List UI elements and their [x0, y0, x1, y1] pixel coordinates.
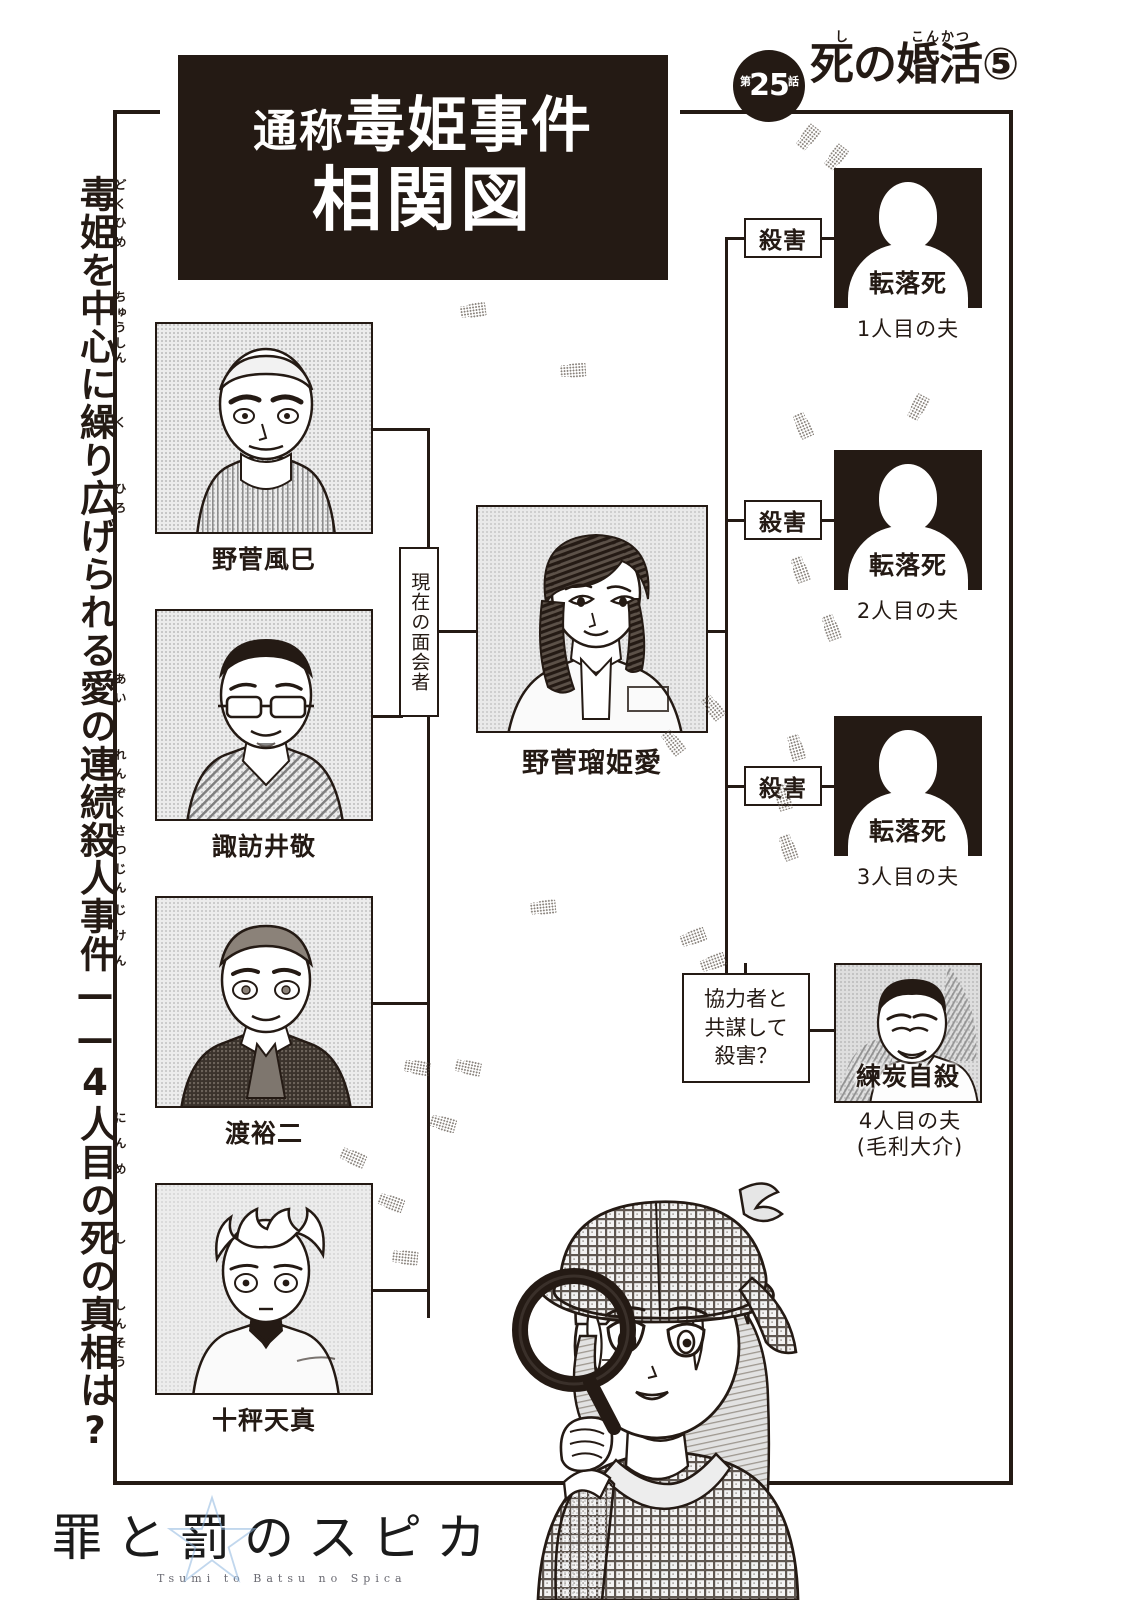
right-branch-3 — [725, 785, 747, 788]
victim-cause-of-death: 転落死 — [868, 817, 947, 846]
detective-girl-illustration — [452, 1128, 872, 1602]
star-icon — [166, 1494, 258, 1583]
chapter-badge-number: 25 — [749, 68, 790, 103]
victim-cause-of-death: 転落死 — [868, 551, 947, 580]
right-branch-2 — [725, 519, 747, 522]
visitor-to-center-line — [437, 630, 479, 633]
victim-card[interactable]: 転落死 2人目の夫 — [834, 450, 982, 625]
victim-card[interactable]: 転落死 3人目の夫 — [834, 716, 982, 891]
victim-silhouette: 転落死 — [834, 450, 982, 590]
relation-label-murder: 殺害 — [744, 218, 822, 258]
left-branch-4 — [373, 1289, 430, 1292]
victim-cause-of-death: 転落死 — [868, 269, 947, 298]
silhouette-head-icon — [879, 182, 937, 250]
footprint-icon — [529, 898, 557, 917]
chart-title-main: 毒姫事件 — [345, 91, 593, 161]
suspect-card[interactable]: 諏訪井敬 — [155, 609, 373, 863]
fourth-cause-of-death: 練炭自殺 — [855, 1062, 960, 1091]
suspect-card[interactable]: 野菅風巳 — [155, 322, 373, 576]
chapter-badge-prefix: 第 — [740, 75, 751, 88]
lede-text: 毒姫どくひめを中心ちゅうしんに繰くり広ひろげられる愛あいの連続殺人れんぞくさつじ… — [73, 175, 128, 1453]
fourth-caption-line1: 4人目の夫 — [858, 1109, 962, 1133]
victim-caption: 1人目の夫 — [856, 317, 960, 341]
suspect-portrait — [155, 322, 373, 534]
suspect-card[interactable]: 渡裕二 — [155, 896, 373, 1150]
suspect-name: 十秤天真 — [211, 1406, 316, 1435]
portrait-drawing — [157, 611, 371, 819]
kill-2-to-victim — [821, 519, 837, 522]
conspiracy-line-2: 共謀して — [704, 1015, 788, 1040]
victim-card[interactable]: 転落死 1人目の夫 — [834, 168, 982, 343]
conspire-drop-line — [744, 963, 747, 975]
center-suspect-name: 野菅瑠姫愛 — [522, 748, 662, 779]
center-portrait — [476, 505, 708, 733]
silhouette-head-icon — [879, 464, 937, 532]
conspiracy-note: 協力者と 共謀して 殺害？ — [682, 973, 810, 1083]
right-branch-1 — [725, 237, 747, 240]
conspiracy-line-3: 殺害？ — [714, 1044, 778, 1069]
right-bus-vertical — [725, 237, 728, 974]
series-title: 罪と罰のスピカ — [52, 1509, 500, 1567]
victim-caption: 2人目の夫 — [856, 599, 960, 623]
portrait-drawing — [478, 507, 706, 731]
suspect-portrait — [155, 896, 373, 1108]
chapter-header: し こんかつ 第 25 話 死の婚活⑤ — [715, 22, 1035, 122]
fourth-husband-portrait: 練炭自殺 — [834, 963, 982, 1103]
fourth-caption-line2: (毛利大介) — [856, 1135, 964, 1160]
fourth-husband-caption: 4人目の夫 (毛利大介) — [834, 1108, 986, 1161]
chart-title-prefix: 通称 — [253, 106, 345, 157]
chart-title-plate: 通称毒姫事件 相関図 — [178, 55, 668, 280]
series-logo: 罪と罰のスピカ Tsumi to Batsu no Spica — [52, 1494, 500, 1598]
center-to-right-line — [706, 630, 728, 633]
center-suspect-card[interactable]: 野菅瑠姫愛 — [476, 505, 708, 780]
kill-3-to-victim — [821, 785, 837, 788]
suspect-name: 野菅風巳 — [211, 545, 316, 574]
series-romaji: Tsumi to Batsu no Spica — [157, 1572, 407, 1585]
victim-caption: 3人目の夫 — [856, 865, 960, 889]
footprint-icon — [559, 362, 587, 379]
fourth-husband-card[interactable]: 練炭自殺 4人目の夫 (毛利大介) — [834, 963, 986, 1161]
ruby-shi: し — [835, 30, 851, 45]
suspect-card[interactable]: 十秤天真 — [155, 1183, 373, 1437]
suspect-name: 渡裕二 — [224, 1119, 303, 1148]
suspect-portrait — [155, 609, 373, 821]
suspect-name: 諏訪井敬 — [211, 832, 316, 861]
left-branch-1 — [373, 428, 430, 431]
portrait-drawing — [157, 1185, 371, 1393]
portrait-drawing — [157, 324, 371, 532]
left-branch-2 — [373, 715, 403, 718]
left-branch-3 — [373, 1002, 430, 1005]
relation-label-murder: 殺害 — [744, 500, 822, 540]
portrait-drawing — [157, 898, 371, 1106]
chapter-badge-suffix: 話 — [788, 75, 799, 88]
current-visitors-label: 現在の面会者 — [399, 547, 439, 717]
detective-drawing — [512, 1182, 800, 1602]
conspiracy-line-1: 協力者と — [704, 987, 788, 1012]
suspect-portrait — [155, 1183, 373, 1395]
left-bus-vertical — [427, 428, 430, 1318]
footprint-icon — [391, 1248, 419, 1267]
portrait-drawing — [836, 965, 980, 1101]
ruby-konkatsu: こんかつ — [911, 30, 972, 45]
chart-title-line2: 相関図 — [312, 159, 534, 241]
chart-title-line1: 通称毒姫事件 — [253, 96, 593, 156]
conspire-to-fourth — [808, 1029, 836, 1032]
victim-silhouette: 転落死 — [834, 168, 982, 308]
silhouette-head-icon — [879, 730, 937, 798]
kill-1-to-victim — [821, 237, 837, 240]
chapter-title: 死の婚活⑤ — [810, 39, 1019, 90]
victim-silhouette: 転落死 — [834, 716, 982, 856]
